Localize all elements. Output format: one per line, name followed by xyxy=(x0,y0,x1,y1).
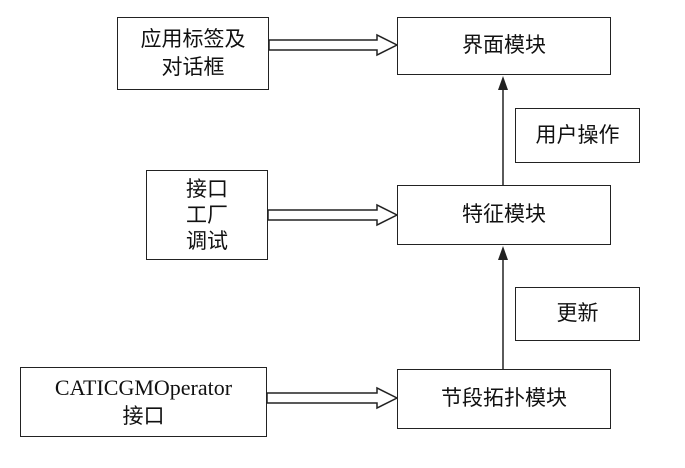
interface-factory-line-2: 工厂 xyxy=(186,202,228,227)
edge-operator-iface-to-segment-topo xyxy=(266,386,399,410)
user-op-label: 用户操作 xyxy=(535,122,620,147)
edge-interface-factory-to-feature-module xyxy=(267,203,399,227)
update-box: 更新 xyxy=(515,287,640,341)
segment-topo-label: 节段拓扑模块 xyxy=(441,386,567,411)
app-labels-box: 应用标签及 对话框 xyxy=(117,17,269,90)
interface-factory-line-3: 调试 xyxy=(186,229,228,254)
feature-module-box: 特征模块 xyxy=(397,185,611,245)
segment-topo-box: 节段拓扑模块 xyxy=(397,369,611,429)
edge-feature-module-to-ui-module xyxy=(498,76,508,185)
operator-iface-box: CATICGMOperator 接口 xyxy=(20,367,267,437)
interface-factory-box: 接口 工厂 调试 xyxy=(146,170,268,260)
update-label: 更新 xyxy=(556,301,599,326)
operator-iface-line-2: 接口 xyxy=(122,403,165,428)
ui-module-label: 界面模块 xyxy=(462,33,546,58)
feature-module-label: 特征模块 xyxy=(462,202,546,227)
ui-module-box: 界面模块 xyxy=(397,17,611,75)
interface-factory-line-1: 接口 xyxy=(186,176,228,201)
app-labels-line-1: 应用标签及 xyxy=(140,27,246,52)
operator-iface-line-1: CATICGMOperator xyxy=(54,375,233,401)
edge-segment-topo-to-feature-module xyxy=(498,246,508,369)
edge-app-labels-to-ui-module xyxy=(268,33,399,57)
user-op-box: 用户操作 xyxy=(515,108,640,163)
app-labels-line-2: 对话框 xyxy=(161,54,225,79)
